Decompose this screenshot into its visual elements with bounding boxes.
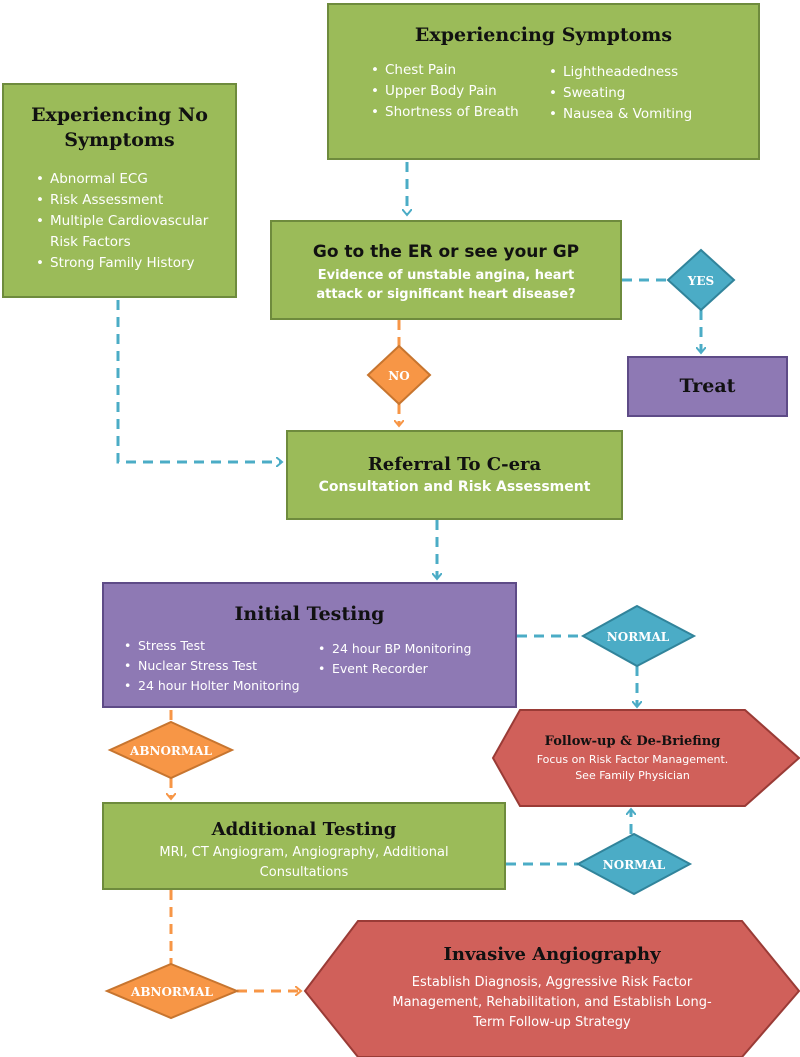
referral-box: Referral To C-era Consultation and Risk …: [286, 430, 623, 520]
followup-hexagon: [491, 709, 800, 807]
symptoms-box: Experiencing Symptoms Chest Pain Upper B…: [327, 3, 760, 160]
list-item: Nausea & Vomiting: [547, 104, 692, 125]
normal-diamond-1: NORMAL: [580, 604, 697, 668]
referral-subtitle: Consultation and Risk Assessment: [318, 479, 591, 495]
list-item: Strong Family History: [34, 253, 227, 274]
list-item: Abnormal ECG: [34, 169, 227, 190]
no-diamond: NO: [366, 344, 432, 406]
treat-title: Treat: [679, 375, 736, 397]
followup-line2: See Family Physician: [575, 769, 690, 782]
er-subtitle: Evidence of unstable angina, heart attac…: [316, 268, 576, 302]
list-item: Multiple Cardiovascular Risk Factors: [34, 211, 227, 253]
followup-line1: Focus on Risk Factor Management.: [536, 753, 729, 766]
list-item: Lightheadedness: [547, 62, 692, 83]
additional-testing-title: Additional Testing: [211, 819, 397, 840]
abnormal-label-2: ABNORMAL: [130, 985, 213, 999]
no-label: NO: [388, 369, 409, 383]
list-item: Chest Pain: [369, 60, 519, 81]
list-item: Risk Assessment: [34, 190, 227, 211]
invasive-hexagon: [303, 920, 800, 1057]
abnormal-diamond-2: ABNORMAL: [104, 962, 240, 1020]
referral-title: Referral To C-era: [367, 454, 542, 475]
list-item: Shortness of Breath: [369, 102, 519, 123]
normal-label-1: NORMAL: [607, 630, 670, 644]
additional-testing-subtitle: MRI, CT Angiogram, Angiography, Addition…: [159, 845, 449, 880]
list-item: Upper Body Pain: [369, 81, 519, 102]
er-box: Go to the ER or see your GP Evidence of …: [270, 220, 622, 320]
list-item: 24 hour BP Monitoring: [316, 639, 471, 659]
invasive-subtitle: Establish Diagnosis, Aggressive Risk Fac…: [392, 975, 712, 1030]
normal-diamond-2: NORMAL: [575, 832, 693, 896]
treat-box: Treat: [627, 356, 788, 417]
no-symptoms-box: Experiencing No Symptoms Abnormal ECG Ri…: [2, 83, 237, 298]
yes-diamond: YES: [666, 248, 736, 312]
additional-testing-box: Additional Testing MRI, CT Angiogram, An…: [102, 802, 506, 890]
normal-label-2: NORMAL: [603, 858, 666, 872]
er-title: Go to the ER or see your GP: [312, 242, 580, 262]
list-item: Nuclear Stress Test: [122, 656, 300, 676]
yes-label: YES: [687, 274, 714, 288]
list-item: 24 hour Holter Monitoring: [122, 676, 300, 696]
symptoms-title: Experiencing Symptoms: [414, 24, 673, 46]
list-item: Stress Test: [122, 636, 300, 656]
abnormal-diamond-1: ABNORMAL: [107, 720, 235, 780]
symptoms-list-left: Chest Pain Upper Body Pain Shortness of …: [369, 60, 519, 123]
initial-testing-list-right: 24 hour BP Monitoring Event Recorder: [316, 639, 471, 679]
followup-content: Follow-up & De-Briefing Focus on Risk Fa…: [520, 734, 745, 784]
list-item: Sweating: [547, 83, 692, 104]
initial-testing-list-left: Stress Test Nuclear Stress Test 24 hour …: [122, 636, 300, 696]
initial-testing-box: Initial Testing Stress Test Nuclear Stre…: [102, 582, 517, 708]
invasive-content: Invasive Angiography Establish Diagnosis…: [362, 944, 742, 1033]
followup-title: Follow-up & De-Briefing: [544, 734, 721, 749]
connector-nosymptoms-referral: [116, 300, 281, 462]
no-symptoms-title: Experiencing No Symptoms: [31, 104, 208, 151]
initial-testing-title: Initial Testing: [234, 603, 385, 625]
symptoms-list-right: Lightheadedness Sweating Nausea & Vomiti…: [547, 62, 692, 125]
no-symptoms-list: Abnormal ECG Risk Assessment Multiple Ca…: [34, 169, 227, 274]
list-item: Event Recorder: [316, 659, 471, 679]
invasive-title: Invasive Angiography: [443, 944, 661, 965]
abnormal-label-1: ABNORMAL: [129, 744, 212, 758]
